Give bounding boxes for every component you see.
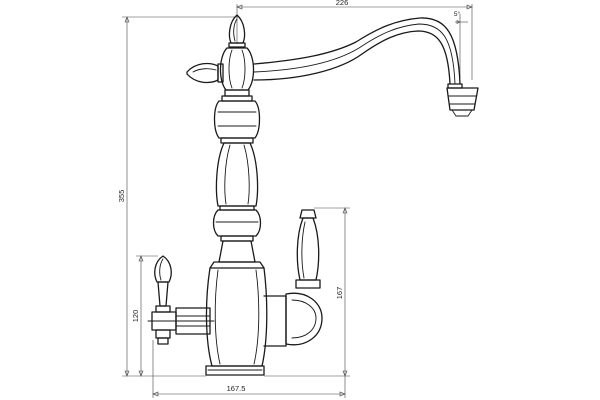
dim-left-handle-height: 120 <box>131 310 140 323</box>
top-finial <box>228 14 246 48</box>
faucet-outline <box>147 14 479 376</box>
column <box>212 142 262 263</box>
spout <box>253 17 479 117</box>
left-lever <box>147 255 215 345</box>
main-body <box>205 261 268 376</box>
head-ball <box>219 47 255 91</box>
right-lever <box>263 209 323 347</box>
dim-base-width: 167.5 <box>227 384 246 393</box>
side-cap <box>186 62 224 84</box>
dim-spout-angle: 5° <box>454 10 461 18</box>
dimension-labels: 226 5° 355 120 167 167.5 <box>117 0 461 393</box>
neck-collars <box>213 89 261 144</box>
dim-spout-reach: 226 <box>336 0 349 7</box>
dim-total-height: 355 <box>117 190 126 203</box>
dim-right-handle-height: 167 <box>335 287 344 300</box>
dimension-lines <box>122 4 473 398</box>
